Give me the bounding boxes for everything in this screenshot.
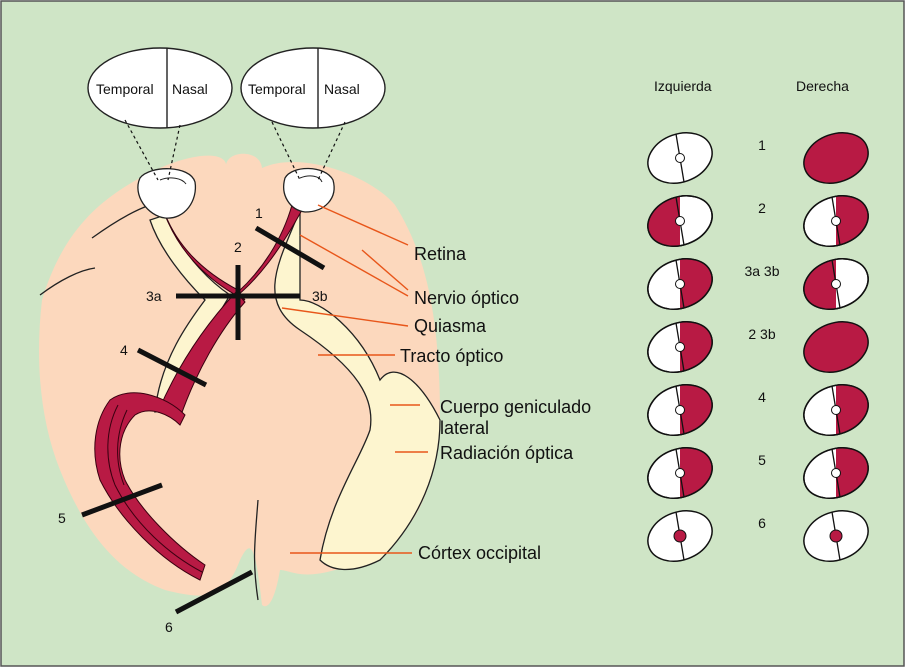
lesion-number-3a: 3a [146,288,162,304]
field-row-label: 4 [758,389,766,405]
label-quiasma: Quiasma [414,316,487,336]
right-eye-globe [284,168,334,212]
label-cortex-occipital: Córtex occipital [418,543,541,563]
field-row-label: 3a 3b [744,263,779,279]
field-row-label: 6 [758,515,766,531]
field-row-label: 2 3b [748,326,775,342]
lesion-number-1: 1 [255,205,263,221]
label-cuerpo-geniculado: Cuerpo geniculado [440,397,591,417]
lesion-number-6: 6 [165,619,173,635]
left-eye-field: Temporal Nasal [88,48,232,128]
header-izquierda: Izquierda [654,78,712,94]
right-eye-temporal-label: Temporal [248,81,306,97]
right-eye-field: Temporal Nasal [241,48,385,128]
field-row-label: 1 [758,137,766,153]
lesion-number-3b: 3b [312,288,328,304]
label-radiacion-optica: Radiación óptica [440,443,574,463]
lesion-number-2: 2 [234,239,242,255]
field-row-label: 2 [758,200,766,216]
label-retina: Retina [414,244,467,264]
label-nervio-optico: Nervio óptico [414,288,519,308]
lesion-number-5: 5 [58,510,66,526]
right-eye-nasal-label: Nasal [324,81,360,97]
left-eye-nasal-label: Nasal [172,81,208,97]
field-row-label: 5 [758,452,766,468]
left-eye-temporal-label: Temporal [96,81,154,97]
lesion-number-4: 4 [120,342,128,358]
label-tracto-optico: Tracto óptico [400,346,503,366]
header-derecha: Derecha [796,78,849,94]
label-lateral: lateral [440,418,489,438]
